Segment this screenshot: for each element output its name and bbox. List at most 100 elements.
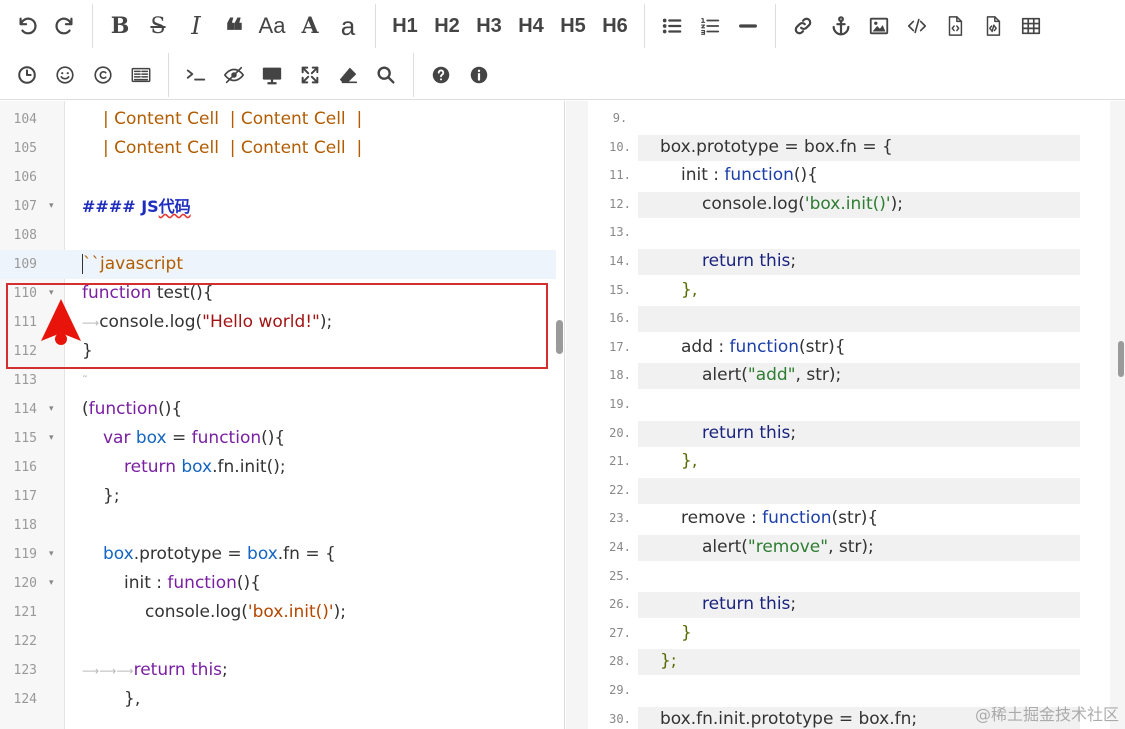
editor-line[interactable]: 111⟶console.log("Hello world!"); [0,308,556,337]
preview-monitor-icon[interactable] [253,57,291,93]
toolbar-row-2 [0,51,498,99]
code-block-icon[interactable] [936,8,974,44]
goto-line-icon[interactable] [177,57,215,93]
line-number: 110 [13,286,37,301]
preview-code-text: alert("remove", str); [702,537,874,557]
table-icon[interactable] [1012,8,1050,44]
h4-button[interactable]: H4 [518,14,544,37]
undo-icon[interactable] [8,8,46,44]
unordered-list-icon[interactable] [653,8,691,44]
bold-icon[interactable]: B [110,13,130,39]
editor-line[interactable]: 113˜ [0,366,556,395]
toolbar-divider [644,4,645,48]
fold-arrow-icon[interactable]: ▾ [49,404,54,414]
line-number: 114 [13,402,37,417]
anchor-icon[interactable] [822,8,860,44]
preview-line-number: 12. [609,196,631,211]
h3-button[interactable]: H3 [476,14,502,37]
editor-line[interactable]: 104| Content Cell | Content Cell | [0,105,556,134]
editor-line[interactable]: 122 [0,627,556,656]
preview-code-text: box.fn.init.prototype = box.fn; [660,708,918,729]
preformatted-text-icon[interactable] [974,8,1012,44]
preview-code-text: }, [681,279,698,300]
preview-line-number: 27. [609,625,631,640]
info-icon[interactable] [460,57,498,93]
editor-scrollbar[interactable] [556,320,563,354]
search-icon[interactable] [367,57,405,93]
html-entities-icon[interactable] [84,57,122,93]
h6-button[interactable]: H6 [602,14,628,37]
code-text: function test(){ [82,283,214,303]
editor-line[interactable]: 110 ▾ function test(){ [0,279,556,308]
link-icon[interactable] [784,8,822,44]
help-icon[interactable] [422,57,460,93]
line-number: 118 [13,518,37,533]
preview-line: 25. [588,562,1108,591]
fold-arrow-icon[interactable]: ▾ [49,549,54,559]
preview-line-number: 22. [609,482,631,497]
preview-line-number: 14. [609,254,631,268]
editor-line[interactable]: 115▾var box = function(){ [0,424,556,453]
editor-line[interactable]: 120▾init : function(){ [0,569,556,598]
preview-code-text: }, [681,451,698,472]
editor-line[interactable]: 118 [0,511,556,540]
ordered-list-icon[interactable] [691,8,729,44]
capitalize-button[interactable]: Aa [258,13,286,38]
code-line-background [638,134,1080,161]
preview-line: 12. console.log('box.init()'); [588,190,1108,219]
lowercase-button[interactable]: a [340,10,356,41]
code-text: | Content Cell | Content Cell | [103,109,363,129]
preview-line: 13. [588,218,1108,247]
fullscreen-icon[interactable] [291,57,329,93]
editor-line[interactable]: 117}; [0,482,556,511]
editor-line[interactable]: 123⟶⟶⟶return this; [0,656,556,685]
editor-line[interactable]: 107▾#### JS代码 [0,192,556,221]
code-icon[interactable] [898,8,936,44]
fold-arrow-icon[interactable]: ▾ [49,288,54,298]
editor-line[interactable]: 119▾box.prototype = box.fn = { [0,540,556,569]
emoji-icon[interactable] [46,57,84,93]
editor-line[interactable]: 112} [0,337,556,366]
markdown-editor[interactable]: 104| Content Cell | Content Cell |105| C… [0,101,565,729]
fold-arrow-icon[interactable]: ▾ [49,201,54,211]
preview-line-number: 29. [609,683,631,697]
uppercase-button[interactable]: A [301,13,319,39]
preview-code-text: init : function(){ [681,165,818,186]
preview-line: 14.return this; [588,247,1108,276]
pagebreak-icon[interactable] [122,57,160,93]
redo-icon[interactable] [46,8,84,44]
quote-icon[interactable]: ❝ [224,12,244,52]
editor-line[interactable]: 109``javascript [0,250,556,279]
fold-arrow-icon[interactable]: ▾ [49,433,54,443]
code-text: } [82,341,93,361]
watermark-text: @稀土掘金技术社区 [974,705,1119,724]
datetime-icon[interactable] [8,57,46,93]
h1-button[interactable]: H1 [392,14,418,37]
line-number: 112 [13,344,37,359]
code-line-background [638,278,1080,304]
strikethrough-icon[interactable]: S [150,13,166,39]
preview-line-number: 18. [609,368,631,383]
code-line-background [638,392,1080,418]
editor-line[interactable]: 108 [0,221,556,250]
h2-button[interactable]: H2 [434,14,460,37]
code-line-background [638,535,1080,561]
preview-scrollbar[interactable] [1118,341,1124,377]
preview-line: 17.add : function(str){ [588,333,1108,362]
clear-eraser-icon[interactable] [329,57,367,93]
h5-button[interactable]: H5 [560,14,586,37]
fold-arrow-icon[interactable]: ▾ [49,578,54,588]
code-text: #### JS代码 [82,197,191,216]
image-icon[interactable] [860,8,898,44]
preview-code-text: console.log('box.init()'); [702,193,903,214]
horizontal-rule-icon[interactable] [729,8,767,44]
watch-toggle-icon[interactable] [215,57,253,93]
editor-line[interactable]: 105| Content Cell | Content Cell | [0,134,556,163]
editor-line[interactable]: 114▾(function(){ [0,395,556,424]
italic-icon[interactable]: I [191,12,201,40]
preview-line: 18.alert("add", str); [588,361,1108,390]
editor-line[interactable]: 124}, [0,685,556,714]
editor-line[interactable]: 106 [0,163,556,192]
